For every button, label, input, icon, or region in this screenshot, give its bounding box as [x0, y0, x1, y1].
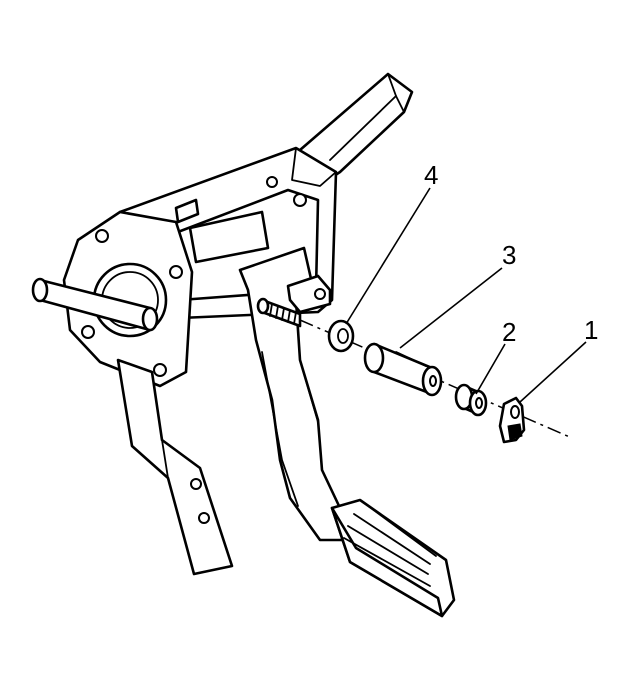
leader-lines [345, 187, 587, 403]
washer-part-4 [327, 319, 355, 353]
threaded-stud [256, 297, 302, 328]
washer-part-2 [454, 383, 488, 417]
pedal-pad [330, 498, 456, 618]
leader-1 [519, 341, 587, 403]
callout-4: 4 [424, 160, 438, 190]
leader-3 [399, 267, 503, 349]
pivot-shaft [31, 277, 159, 332]
leader-4 [345, 187, 431, 325]
retaining-clip-part-1 [498, 396, 526, 444]
callout-1: 1 [584, 315, 598, 345]
bushing-part-3 [363, 342, 443, 397]
callout-2: 2 [502, 317, 516, 347]
rear-pedal-arm [116, 358, 234, 576]
clevis-tab [286, 274, 332, 314]
callout-3: 3 [502, 240, 516, 270]
leader-2 [475, 343, 506, 395]
